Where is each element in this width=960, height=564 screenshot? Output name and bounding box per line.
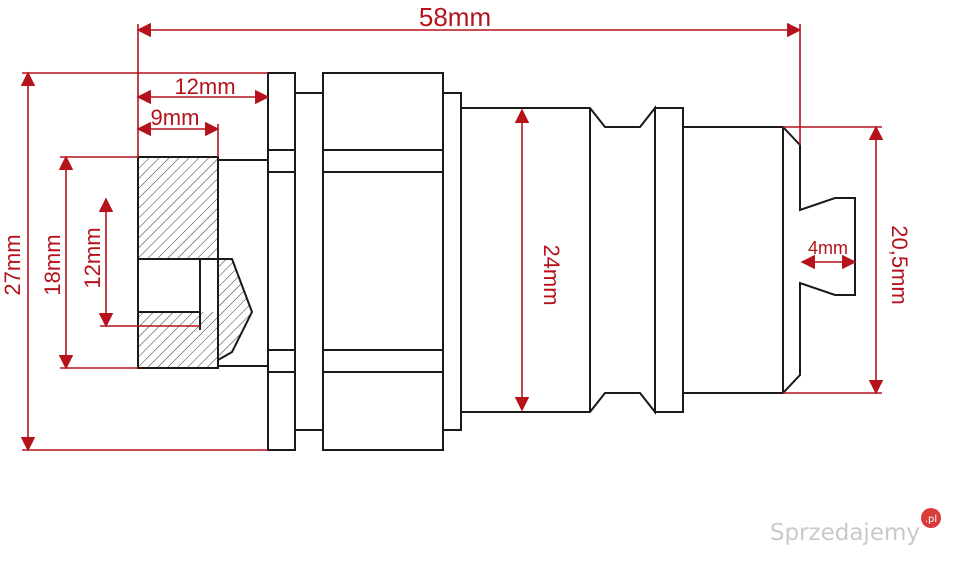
threaded-end — [137, 156, 219, 369]
part-outline — [137, 72, 856, 451]
dim-thread-length-outer: 12mm — [174, 74, 235, 99]
nose — [682, 126, 856, 394]
dimension-labels: 58mm 12mm 9mm 27mm 18mm 12mm 24mm 4mm 20… — [0, 2, 912, 306]
dim-thread-outer-diameter: 18mm — [40, 234, 65, 295]
watermark-badge — [921, 508, 941, 528]
hex-body — [322, 72, 444, 451]
watermark-badge-text: .pl — [925, 514, 937, 525]
dimension-lines — [20, 22, 884, 452]
dim-nose-diameter: 20,5mm — [887, 225, 912, 304]
watermark-text: Sprzedajemy — [770, 520, 920, 546]
dim-overall-height: 27mm — [0, 234, 25, 295]
watermark-logo: Sprzedajemy .pl — [770, 508, 941, 546]
sleeve — [460, 105, 684, 415]
dim-thread-length-inner: 9mm — [151, 105, 200, 130]
dim-bore-diameter: 12mm — [80, 227, 105, 288]
dim-tip-diameter: 4mm — [808, 238, 848, 258]
inner-cone — [217, 159, 268, 367]
dim-body-diameter: 24mm — [539, 244, 564, 305]
dim-overall-length: 58mm — [419, 2, 491, 32]
flange — [267, 72, 296, 451]
